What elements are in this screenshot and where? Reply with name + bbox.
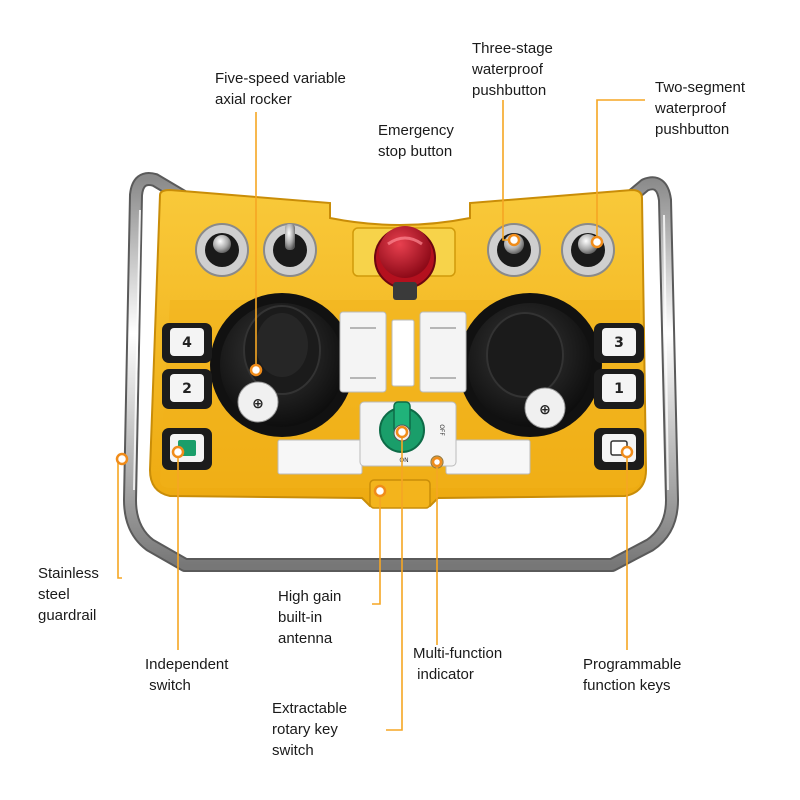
callout-leader-lines (117, 99, 645, 731)
right-key-column: 3 1 (594, 323, 644, 470)
joystick-direction-icon: ⊕ (252, 396, 264, 412)
callout-antenna: High gain built-in antenna (278, 588, 342, 647)
key-3[interactable]: 3 (614, 335, 624, 351)
callout-two-segment: Two-segment waterproof pushbutton (655, 79, 746, 138)
callout-guardrail: Stainless steel guardrail (38, 565, 99, 624)
callout-emergency: Emergency stop button (378, 122, 454, 160)
joystick-direction-icon-right: ⊕ (539, 402, 551, 418)
key-switch-on-label: ON (399, 457, 408, 464)
callout-independent: Independent switch (145, 656, 229, 694)
emergency-stop-button[interactable] (352, 226, 456, 300)
key-4[interactable]: 4 (182, 335, 192, 351)
stainless-steel-guardrail (123, 172, 679, 572)
key-switch-off-label: OFF (438, 424, 445, 436)
callout-three-stage: Three-stage waterproof pushbutton (472, 40, 553, 99)
callout-programmable: Programmable function keys (583, 656, 682, 694)
callout-markers (115, 233, 634, 498)
right-joystick[interactable]: ⊕ (458, 293, 602, 437)
callout-indicator: Multi-function indicator (413, 645, 503, 683)
left-key-column: 4 2 (162, 323, 212, 470)
left-joystick[interactable]: ⊕ (210, 293, 354, 437)
toggle-switch-left-2[interactable] (263, 223, 317, 277)
two-segment-waterproof-pushbutton[interactable] (561, 223, 615, 277)
callout-rocker: Five-speed variable axial rocker (215, 70, 346, 108)
key-1[interactable]: 1 (614, 381, 624, 397)
callout-rotary-key: Extractable rotary key switch (272, 700, 348, 759)
key-2[interactable]: 2 (182, 381, 192, 397)
three-stage-waterproof-pushbutton[interactable] (487, 223, 541, 277)
toggle-switch-left-1[interactable] (195, 223, 249, 277)
